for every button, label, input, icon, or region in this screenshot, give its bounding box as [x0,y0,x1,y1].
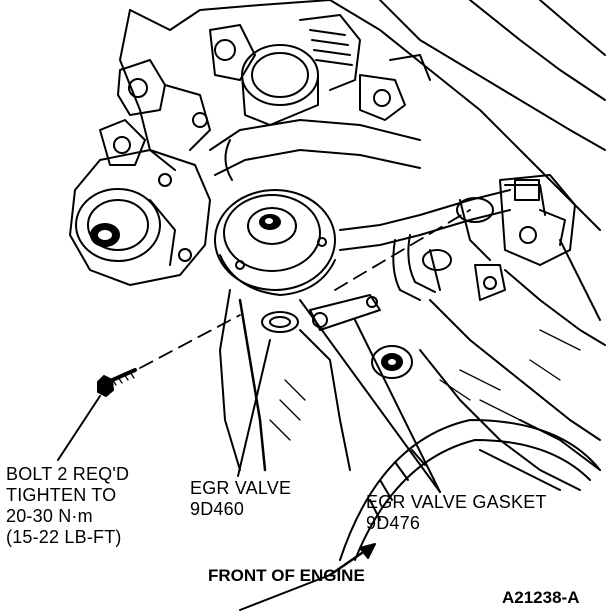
gasket-leader-line [354,319,441,493]
figure-id: A21238-A [502,588,580,607]
front-of-engine-arrow [239,543,376,611]
water-pump-pulley [69,149,211,286]
egr-tube [339,189,511,301]
callout-leaders [57,299,441,493]
intake-tube [209,119,421,181]
bolt-callout-line-2: TIGHTEN TO [6,485,117,505]
bolt-callout-line-1: BOLT 2 REQ'D [6,464,130,484]
egr-gasket-part-number: 9D476 [366,513,421,533]
bolt-leader-line [57,395,101,461]
engine-block-outline [119,0,606,491]
egr-valve-body [214,189,336,296]
mounting-bracket [99,59,211,166]
block-hatching [269,329,581,441]
throttle-body [209,14,431,126]
bolt [97,368,137,397]
egr-valve-name: EGR VALVE [190,478,292,498]
bolt-callout: BOLT 2 REQ'D TIGHTEN TO 20-30 N·m (15-22… [6,464,129,548]
egr-valve-part-number: 9D460 [190,499,245,519]
bolt-callout-line-3: 20-30 N·m [6,506,93,526]
front-of-engine-label: FRONT OF ENGINE [208,566,365,585]
egr-valve-callout: EGR VALVE 9D460 [190,478,291,520]
idler-pulley [371,345,413,379]
egr-valve-leader-line [237,339,271,477]
fitting-stub [309,294,381,331]
alignment-dashed-line [139,314,241,369]
crankshaft-pulley [339,419,601,561]
bolt-callout-line-4: (15-22 LB-FT) [6,527,122,547]
vacuum-regulator [474,174,576,301]
alignment-dashed-line-2 [334,209,471,291]
egr-gasket-name: EGR VALVE GASKET [366,492,547,512]
egr-gasket-callout: EGR VALVE GASKET 9D476 [366,492,547,534]
egr-gasket [261,311,299,333]
